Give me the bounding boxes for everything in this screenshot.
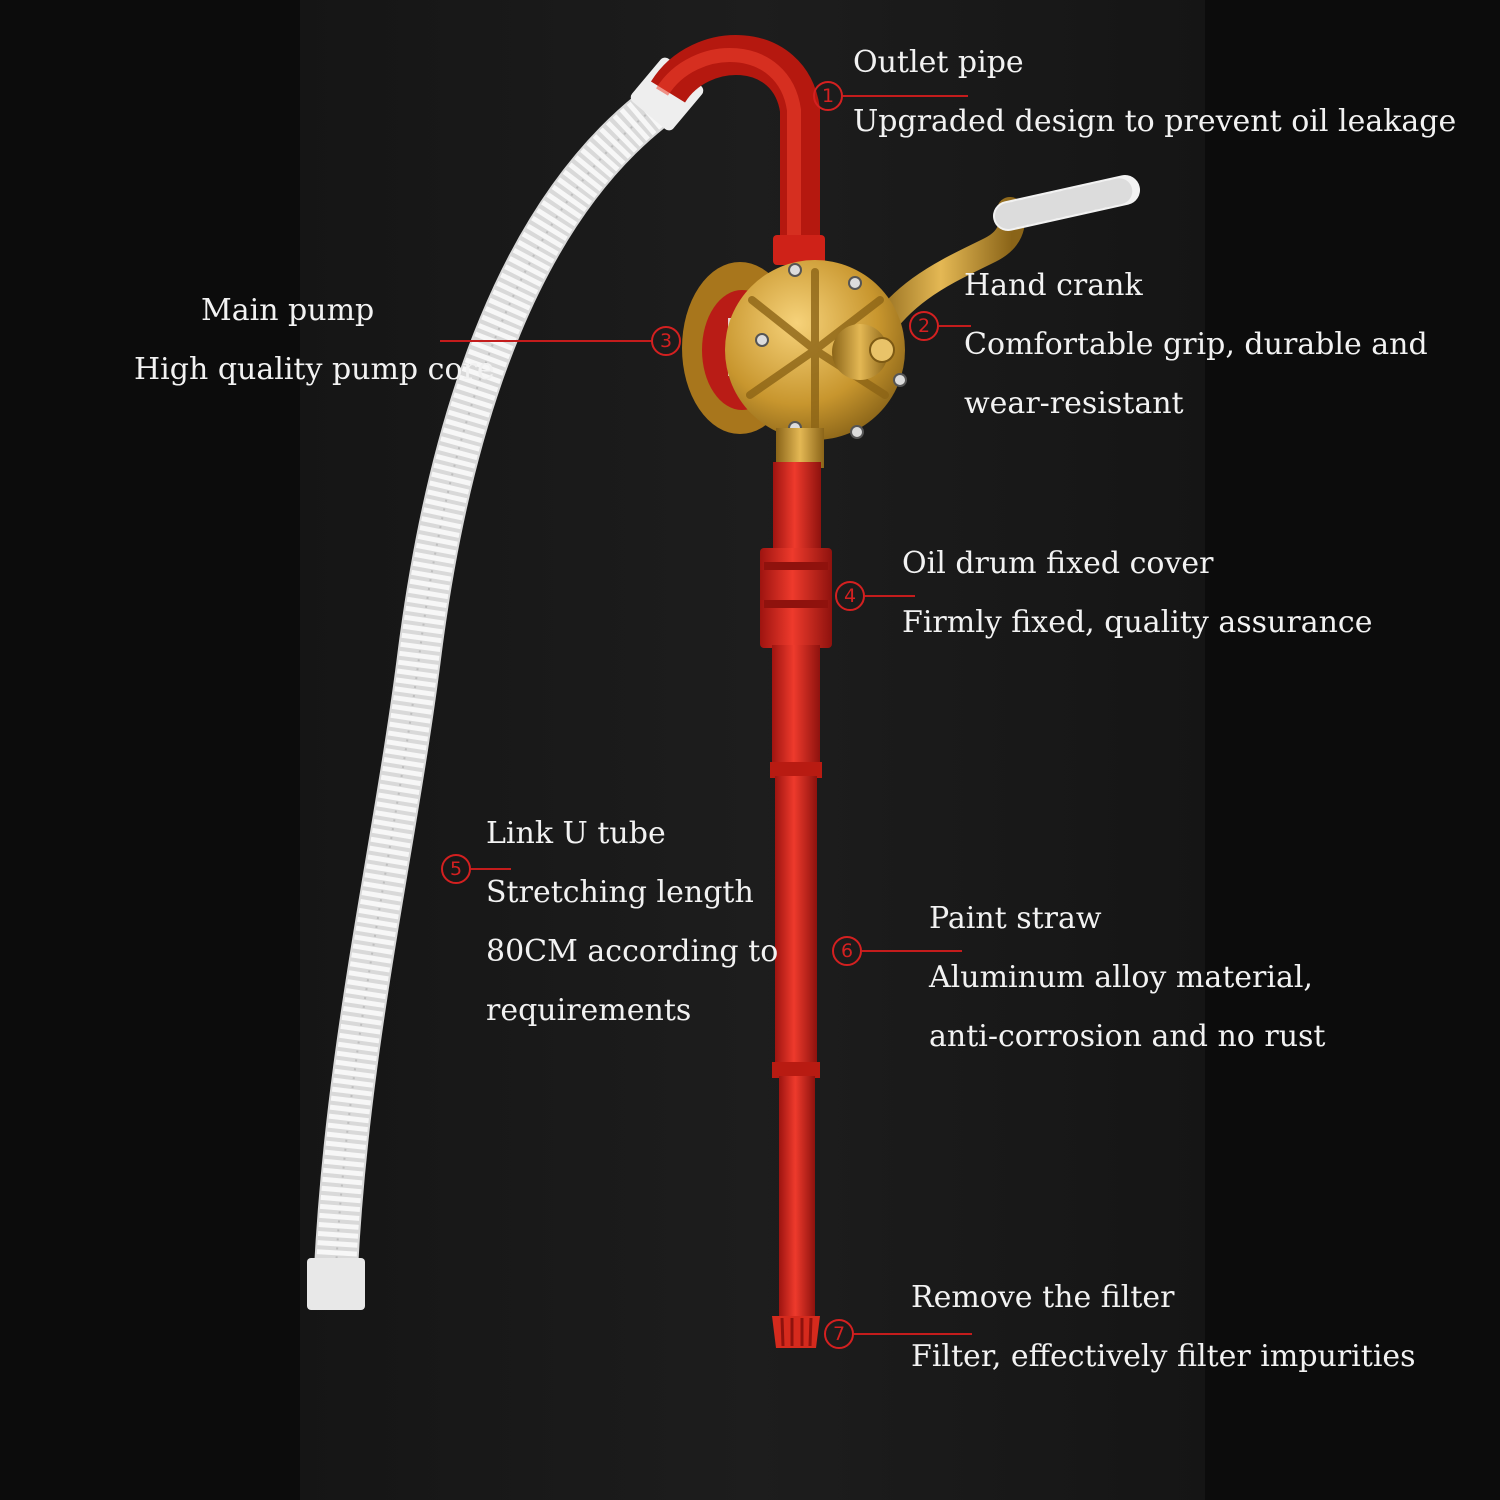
callout-filter: Remove the filter Filter, effectively fi… [911, 1268, 1416, 1386]
callout-title: Main pump [201, 293, 375, 328]
callout-u-tube: Link U tube Stretching length 80CM accor… [486, 804, 778, 1040]
callout-6-leader [862, 950, 962, 952]
callout-7-badge: 7 [824, 1319, 854, 1349]
callout-2-badge: 2 [909, 311, 939, 341]
callout-main-pump: Main pump High quality pump core [134, 281, 495, 399]
callout-4-leader [865, 595, 915, 597]
suction-tube [773, 462, 821, 552]
callout-5-badge: 5 [441, 854, 471, 884]
callout-title: Link U tube [486, 816, 666, 851]
callout-2-leader [939, 325, 971, 327]
callout-title: Remove the filter [911, 1280, 1175, 1315]
callout-line: High quality pump core [134, 352, 495, 387]
callout-line: Firmly fixed, quality assurance [902, 605, 1373, 640]
background-panel [300, 0, 1205, 1500]
paint-straw [775, 776, 817, 1066]
callout-outlet-pipe: Outlet pipe Upgraded design to prevent o… [853, 33, 1456, 151]
callout-4-badge: 4 [835, 581, 865, 611]
callout-paint-straw: Paint straw Aluminum alloy material, ant… [929, 889, 1326, 1066]
callout-title: Oil drum fixed cover [902, 546, 1214, 581]
callout-line: Filter, effectively filter impurities [911, 1339, 1416, 1374]
callout-title: Hand crank [964, 268, 1143, 303]
callout-1-badge: 1 [813, 81, 843, 111]
hose-ribs [315, 78, 684, 1291]
callout-3-badge: 3 [651, 326, 681, 356]
callout-line: wear-resistant [964, 386, 1184, 421]
filter [772, 1316, 820, 1348]
callout-6-badge: 6 [832, 936, 862, 966]
callout-line: anti-corrosion and no rust [929, 1019, 1326, 1054]
crank-hub [832, 324, 888, 380]
callout-line: requirements [486, 993, 692, 1028]
callout-line: 80CM according to [486, 934, 779, 969]
callout-line: Upgraded design to prevent oil leakage [853, 104, 1457, 139]
callout-hand-crank: Hand crank Comfortable grip, durable and… [964, 256, 1428, 433]
callout-1-leader [843, 95, 968, 97]
callout-line: Comfortable grip, durable and [964, 327, 1428, 362]
callout-title: Outlet pipe [853, 45, 1024, 80]
hose-end [307, 1258, 365, 1310]
callout-title: Paint straw [929, 901, 1102, 936]
callout-line: Stretching length [486, 875, 754, 910]
callout-drum-cover: Oil drum fixed cover Firmly fixed, quali… [902, 534, 1372, 652]
drum-cover [760, 548, 832, 648]
callout-7-leader [854, 1333, 972, 1335]
callout-line: Aluminum alloy material, [929, 960, 1313, 995]
callout-3-leader [440, 340, 652, 342]
callout-5-leader [471, 868, 511, 870]
